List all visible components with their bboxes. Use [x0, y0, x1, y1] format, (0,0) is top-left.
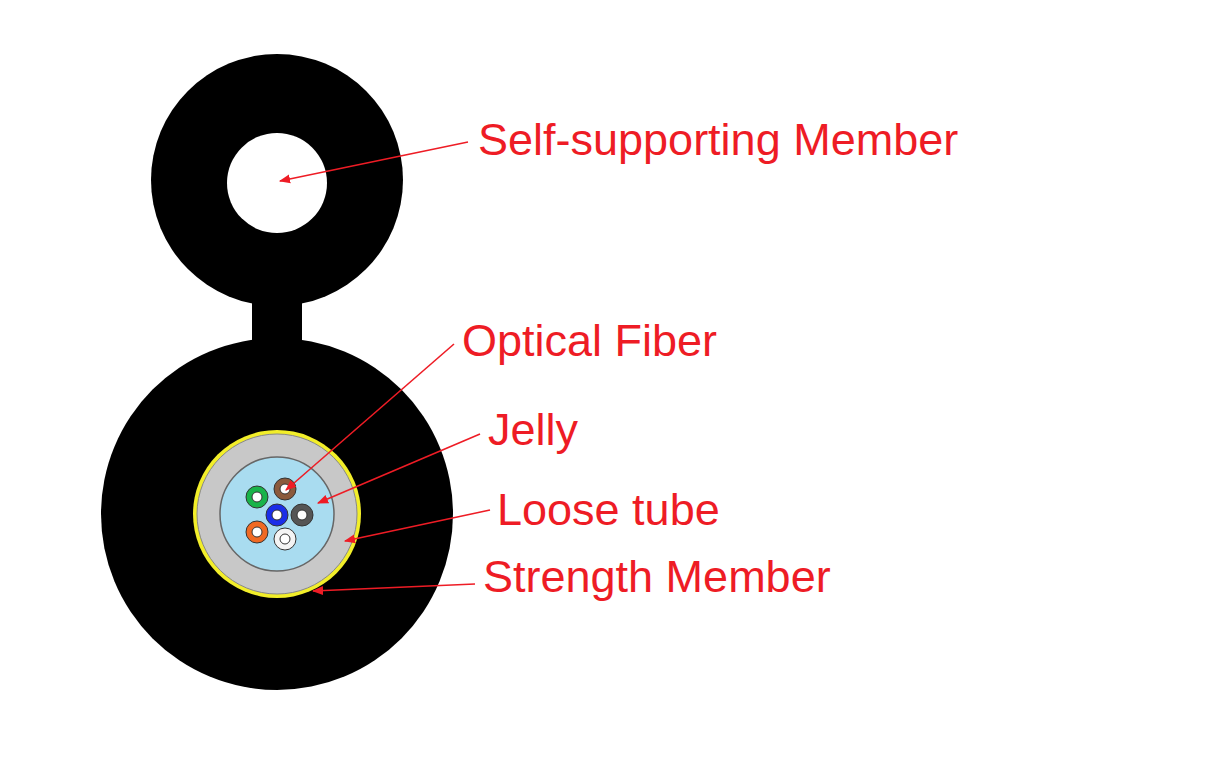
part-label: Self-supporting Member [478, 114, 958, 166]
loose-tube [220, 457, 334, 571]
part-label: Jelly [488, 404, 578, 456]
part-label: Loose tube [497, 484, 720, 536]
part-label: Optical Fiber [462, 315, 717, 367]
cable-body [101, 338, 453, 690]
leader-lines [280, 142, 490, 591]
fibers [246, 478, 313, 550]
strength-member-ring [193, 430, 361, 598]
messenger [151, 54, 403, 360]
part-label: Strength Member [483, 551, 831, 603]
